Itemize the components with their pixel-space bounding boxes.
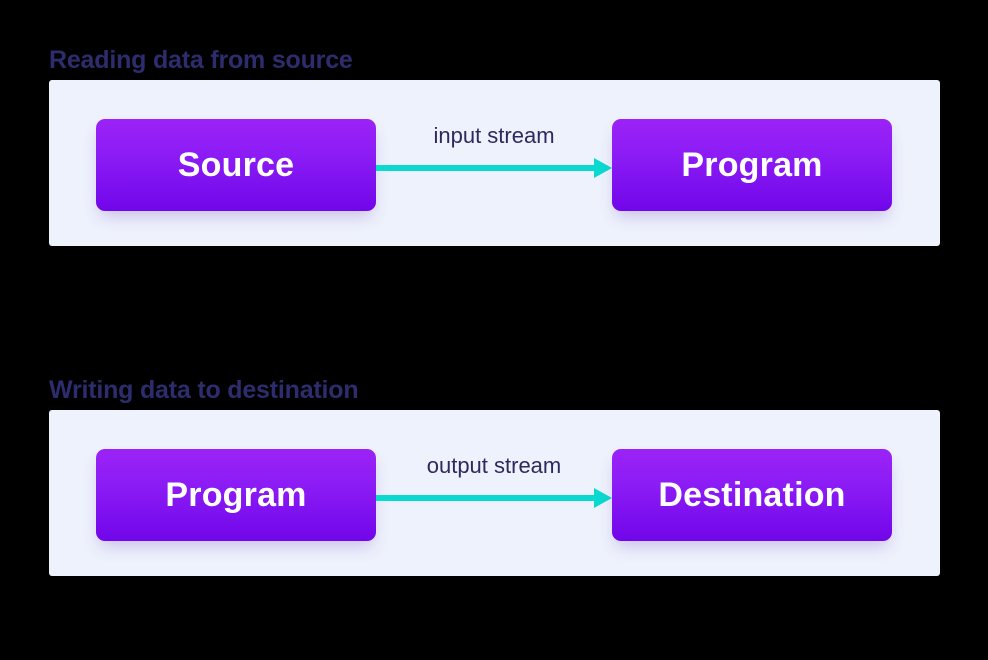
flow-row-writing: Program output stream Destination — [49, 410, 940, 576]
arrow-right-icon — [376, 158, 612, 178]
flow-row-reading: Source input stream Program — [49, 80, 940, 246]
arrow-head — [594, 488, 612, 508]
node-program-writing-label: Program — [165, 476, 307, 514]
node-source-label: Source — [177, 146, 295, 184]
section-reading-data-from-source: Reading data from source Source input st… — [0, 40, 988, 246]
connector-output-stream: output stream — [376, 449, 612, 541]
arrow-head — [594, 158, 612, 178]
section-title-writing: Writing data to destination — [49, 376, 359, 404]
arrow-shaft — [376, 165, 595, 171]
edge-label-input-stream: input stream — [433, 123, 555, 148]
node-program-writing[interactable]: Program — [96, 449, 376, 541]
node-source[interactable]: Source — [96, 119, 376, 211]
node-destination-label: Destination — [658, 476, 846, 514]
arrow-right-icon — [376, 488, 612, 508]
diagram-panel-reading: Source input stream Program — [49, 80, 940, 246]
node-program-reading[interactable]: Program — [612, 119, 892, 211]
connector-input-stream: input stream — [376, 119, 612, 211]
diagram-panel-writing: Program output stream Destination — [49, 410, 940, 576]
edge-label-output-stream: output stream — [426, 453, 562, 478]
arrow-shaft — [376, 495, 595, 501]
node-program-reading-label: Program — [681, 146, 823, 184]
section-title-reading: Reading data from source — [49, 46, 353, 74]
node-destination[interactable]: Destination — [612, 449, 892, 541]
section-writing-data-to-destination: Writing data to destination Program outp… — [0, 370, 988, 576]
